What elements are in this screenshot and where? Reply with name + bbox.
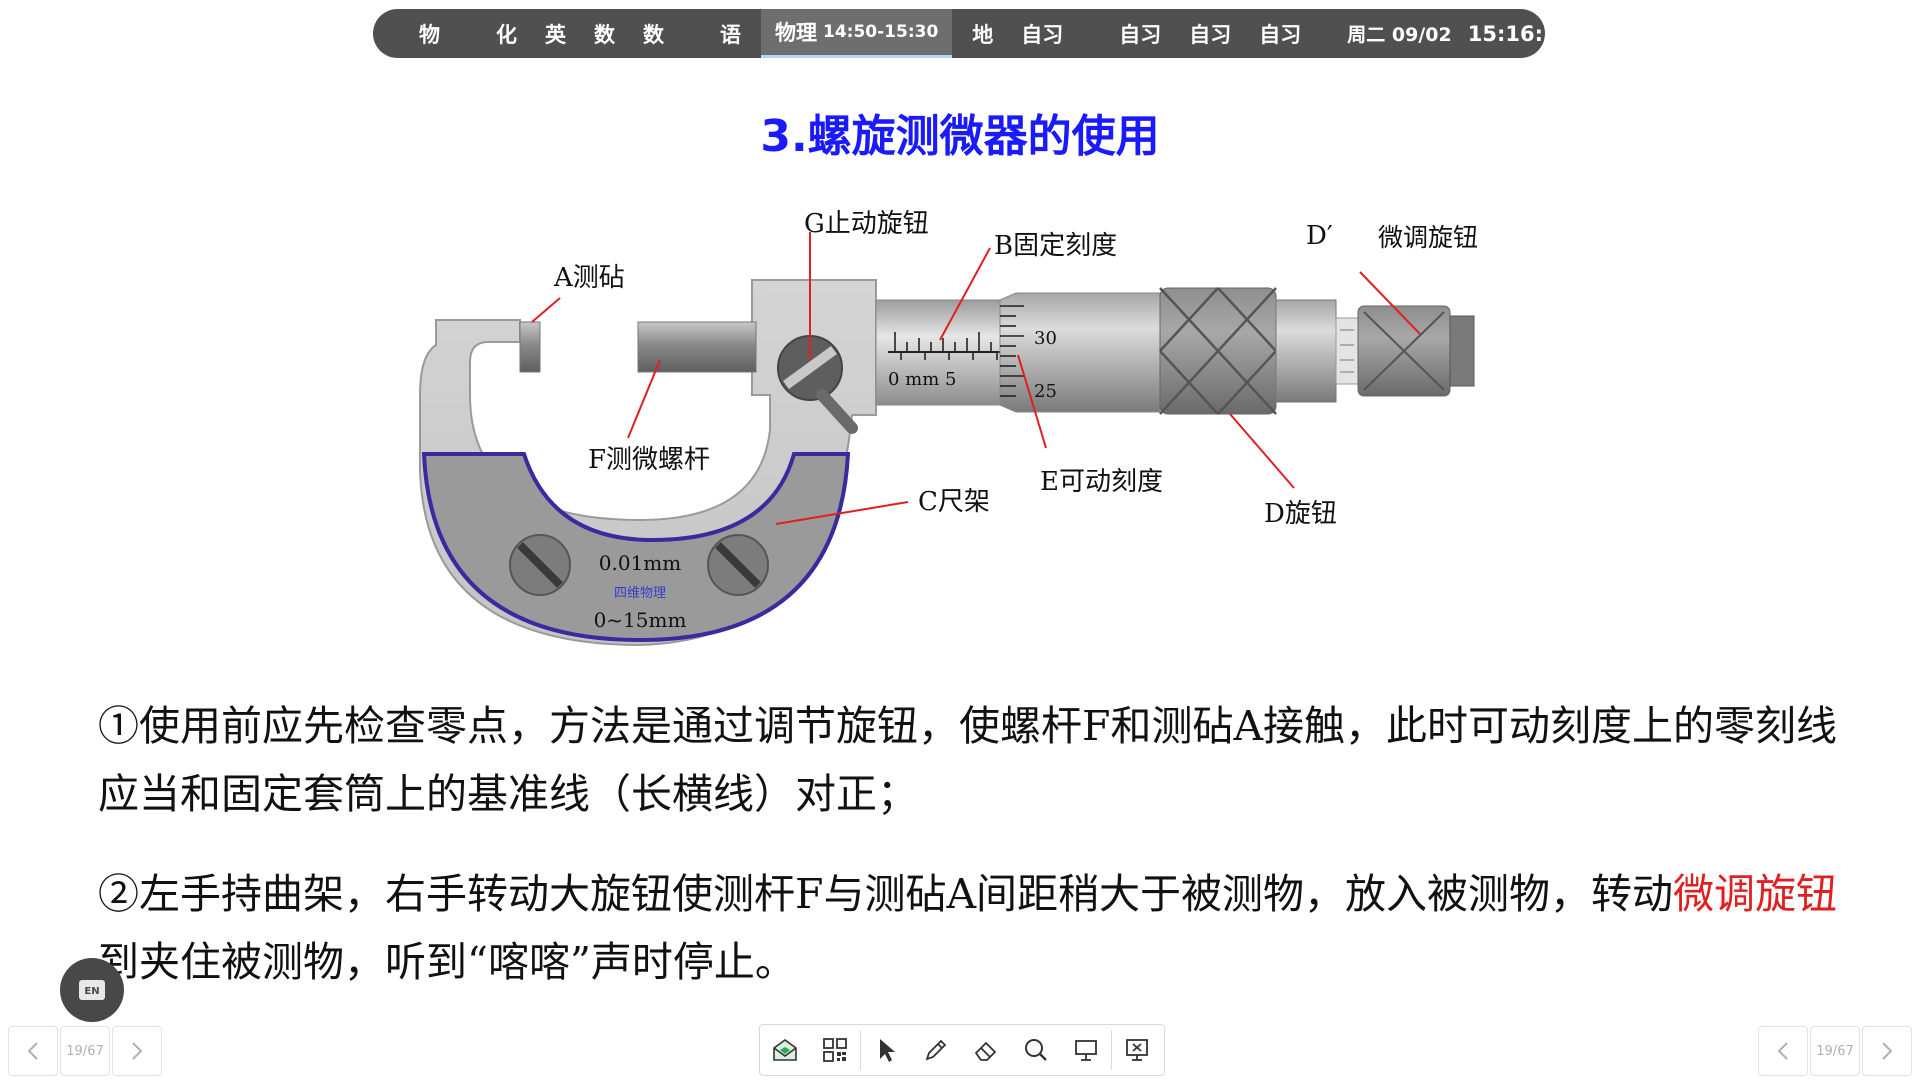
cursor-icon: [880, 1039, 895, 1062]
input-language-button[interactable]: EN: [60, 958, 124, 1022]
eraser-tool-button[interactable]: [961, 1025, 1011, 1075]
thimble-tick-30: 30: [1034, 328, 1057, 349]
chevron-left-icon: [1777, 1042, 1788, 1060]
paragraph-measure-highlight: 微调旋钮: [1673, 870, 1838, 918]
chevron-left-icon: [27, 1042, 38, 1060]
paragraph-zero-check: ①使用前应先检查零点，方法是通过调节旋钮，使螺杆F和测砧A接触，此时可动刻度上的…: [98, 702, 1838, 818]
paragraph-measure-steps: ②左手持曲架，右手转动大旋钮使测杆F与测砧A间距稍大于被测物，放入被测物，转动微…: [98, 860, 1858, 996]
select-tool-button[interactable]: [861, 1025, 911, 1075]
frame-brand-text: 四维物理: [614, 586, 666, 601]
slide-title: 3.螺旋测微器的使用: [760, 111, 1160, 162]
subject-geography[interactable]: 地: [972, 22, 994, 47]
label-knob: D旋钮: [1264, 499, 1337, 529]
paragraph-measure-text-1: ②左手持曲架，右手转动大旋钮使测杆F与测砧A间距稍大于被测物，放入被测物，转动: [98, 870, 1674, 918]
frame-range-text: 0~15mm: [594, 608, 687, 632]
input-language-label: EN: [84, 986, 99, 997]
label-frame: C尺架: [918, 487, 990, 517]
micrometer-diagram: 0.01mm 四维物理 0~15mm 0 mm 5 30 25: [419, 209, 1478, 647]
anvil: [519, 321, 541, 373]
subject-chemistry[interactable]: 化: [496, 22, 517, 47]
whiteboard-button[interactable]: [760, 1025, 810, 1075]
label-fine-knob-letter: D′: [1306, 221, 1333, 251]
knob-collar: [1275, 299, 1337, 403]
fixed-scale-label: 0 mm 5: [888, 369, 956, 390]
toolbar-divider: [1111, 1030, 1112, 1070]
sleeve-ticks: [894, 332, 1004, 360]
next-page-button[interactable]: [1862, 1026, 1912, 1076]
frame-precision-text: 0.01mm: [599, 551, 681, 575]
next-page-button[interactable]: [112, 1026, 162, 1076]
prev-page-button[interactable]: [8, 1026, 58, 1076]
keyboard-icon: EN: [79, 980, 105, 1000]
whiteboard-icon: [773, 1039, 797, 1061]
frame-screw-right: [707, 534, 769, 596]
subject-self-study-1[interactable]: 自习: [1021, 22, 1064, 47]
chevron-right-icon: [132, 1042, 143, 1060]
screen-icon: [1075, 1040, 1097, 1061]
current-subject-time: 14:50-15:30: [823, 22, 939, 42]
label-anvil: A测砧: [553, 263, 625, 293]
spotlight-tool-button[interactable]: [1061, 1025, 1111, 1075]
label-fixed-scale: B固定刻度: [994, 231, 1117, 261]
page-indicator[interactable]: 19/67: [60, 1026, 110, 1076]
label-lock-knob: G止动旋钮: [804, 209, 929, 239]
date-display: 周二 09/02: [1347, 24, 1452, 46]
eraser-icon: [974, 1041, 997, 1061]
subject-math-1[interactable]: 数: [594, 22, 615, 47]
pen-icon: [925, 1039, 947, 1061]
thimble-ticks: [1000, 305, 1024, 397]
subject-english[interactable]: 英: [545, 22, 566, 47]
magnifier-icon: [1025, 1039, 1047, 1061]
toolbar-divider: [860, 1030, 861, 1070]
grid-icon: [823, 1038, 847, 1062]
pen-tool-button[interactable]: [911, 1025, 961, 1075]
leader-lines: [531, 232, 1421, 525]
presentation-exit-icon: [1126, 1039, 1148, 1061]
subject-self-study-2[interactable]: 自习: [1119, 22, 1162, 47]
ratchet-knob: [1159, 287, 1277, 415]
schedule-bar: 物 化 英 数 数 语 物理 14:50-15:30 地 自习 自习 自习 自习…: [373, 9, 1572, 58]
exit-slideshow-button[interactable]: [1112, 1025, 1162, 1075]
current-subject[interactable]: 物理 14:50-15:30: [761, 9, 953, 58]
page-nav-left: 19/67: [8, 1026, 162, 1076]
app-grid-button[interactable]: [810, 1025, 860, 1075]
thimble-tick-25: 25: [1034, 381, 1057, 402]
paragraph-measure-text-2: 到夹住被测物，听到“喀喀”声时停止。: [98, 938, 796, 986]
label-spindle: F测微螺杆: [588, 445, 710, 475]
page-nav-right: 19/67: [1758, 1026, 1912, 1076]
lock-knob: [777, 335, 858, 434]
subject-self-study-3[interactable]: 自习: [1189, 22, 1232, 47]
clock-display: 15:16:33: [1467, 21, 1573, 46]
page-indicator[interactable]: 19/67: [1810, 1026, 1860, 1076]
subject-chinese[interactable]: 语: [720, 22, 741, 47]
annotation-toolbar: [759, 1024, 1165, 1076]
spindle: [637, 321, 757, 373]
chevron-right-icon: [1882, 1042, 1893, 1060]
fine-adjust-knob: [1357, 305, 1475, 397]
frame-screw-left: [509, 534, 571, 596]
subject-physics-short[interactable]: 物: [419, 22, 440, 47]
subject-math-2[interactable]: 数: [643, 22, 664, 47]
thimble: [999, 292, 1161, 413]
zoom-tool-button[interactable]: [1011, 1025, 1061, 1075]
subject-self-study-4[interactable]: 自习: [1259, 22, 1302, 47]
prev-page-button[interactable]: [1758, 1026, 1808, 1076]
label-fine-knob-name: 微调旋钮: [1378, 223, 1478, 252]
ratchet-spring: [1335, 317, 1359, 385]
current-subject-name: 物理: [775, 21, 817, 45]
label-thimble: E可动刻度: [1040, 467, 1163, 497]
